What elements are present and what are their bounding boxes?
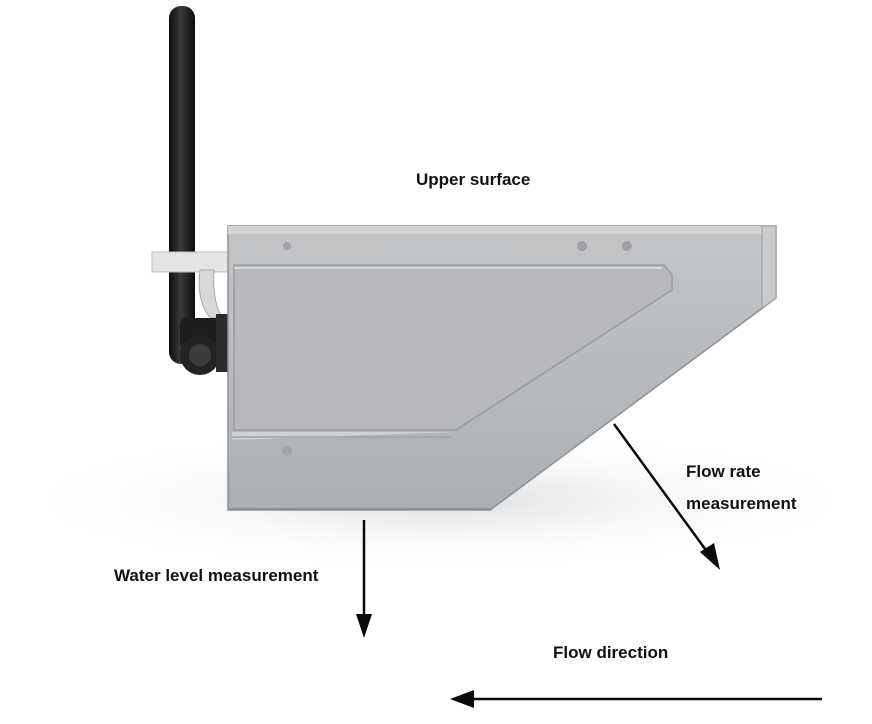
- flow-rate-label-line2: measurement: [686, 494, 797, 513]
- upper-surface-label: Upper surface: [416, 170, 531, 189]
- water-level-label: Water level measurement: [114, 566, 319, 585]
- screw-icon: [577, 241, 587, 251]
- screw-icon: [283, 242, 291, 250]
- flow-direction-label: Flow direction: [553, 643, 669, 662]
- sensor-housing: [227, 225, 777, 511]
- water-level-arrow: [356, 520, 372, 638]
- screw-icon: [282, 446, 292, 456]
- flow-rate-label-line1: Flow rate: [686, 462, 761, 481]
- flow-rate-label: Flow rate measurement: [686, 456, 797, 520]
- flow-rate-arrow: [612, 423, 720, 570]
- antenna-icon: [164, 6, 200, 364]
- flow-direction-arrow: [450, 690, 822, 708]
- screw-icon: [622, 241, 632, 251]
- connector-icon: [180, 314, 230, 375]
